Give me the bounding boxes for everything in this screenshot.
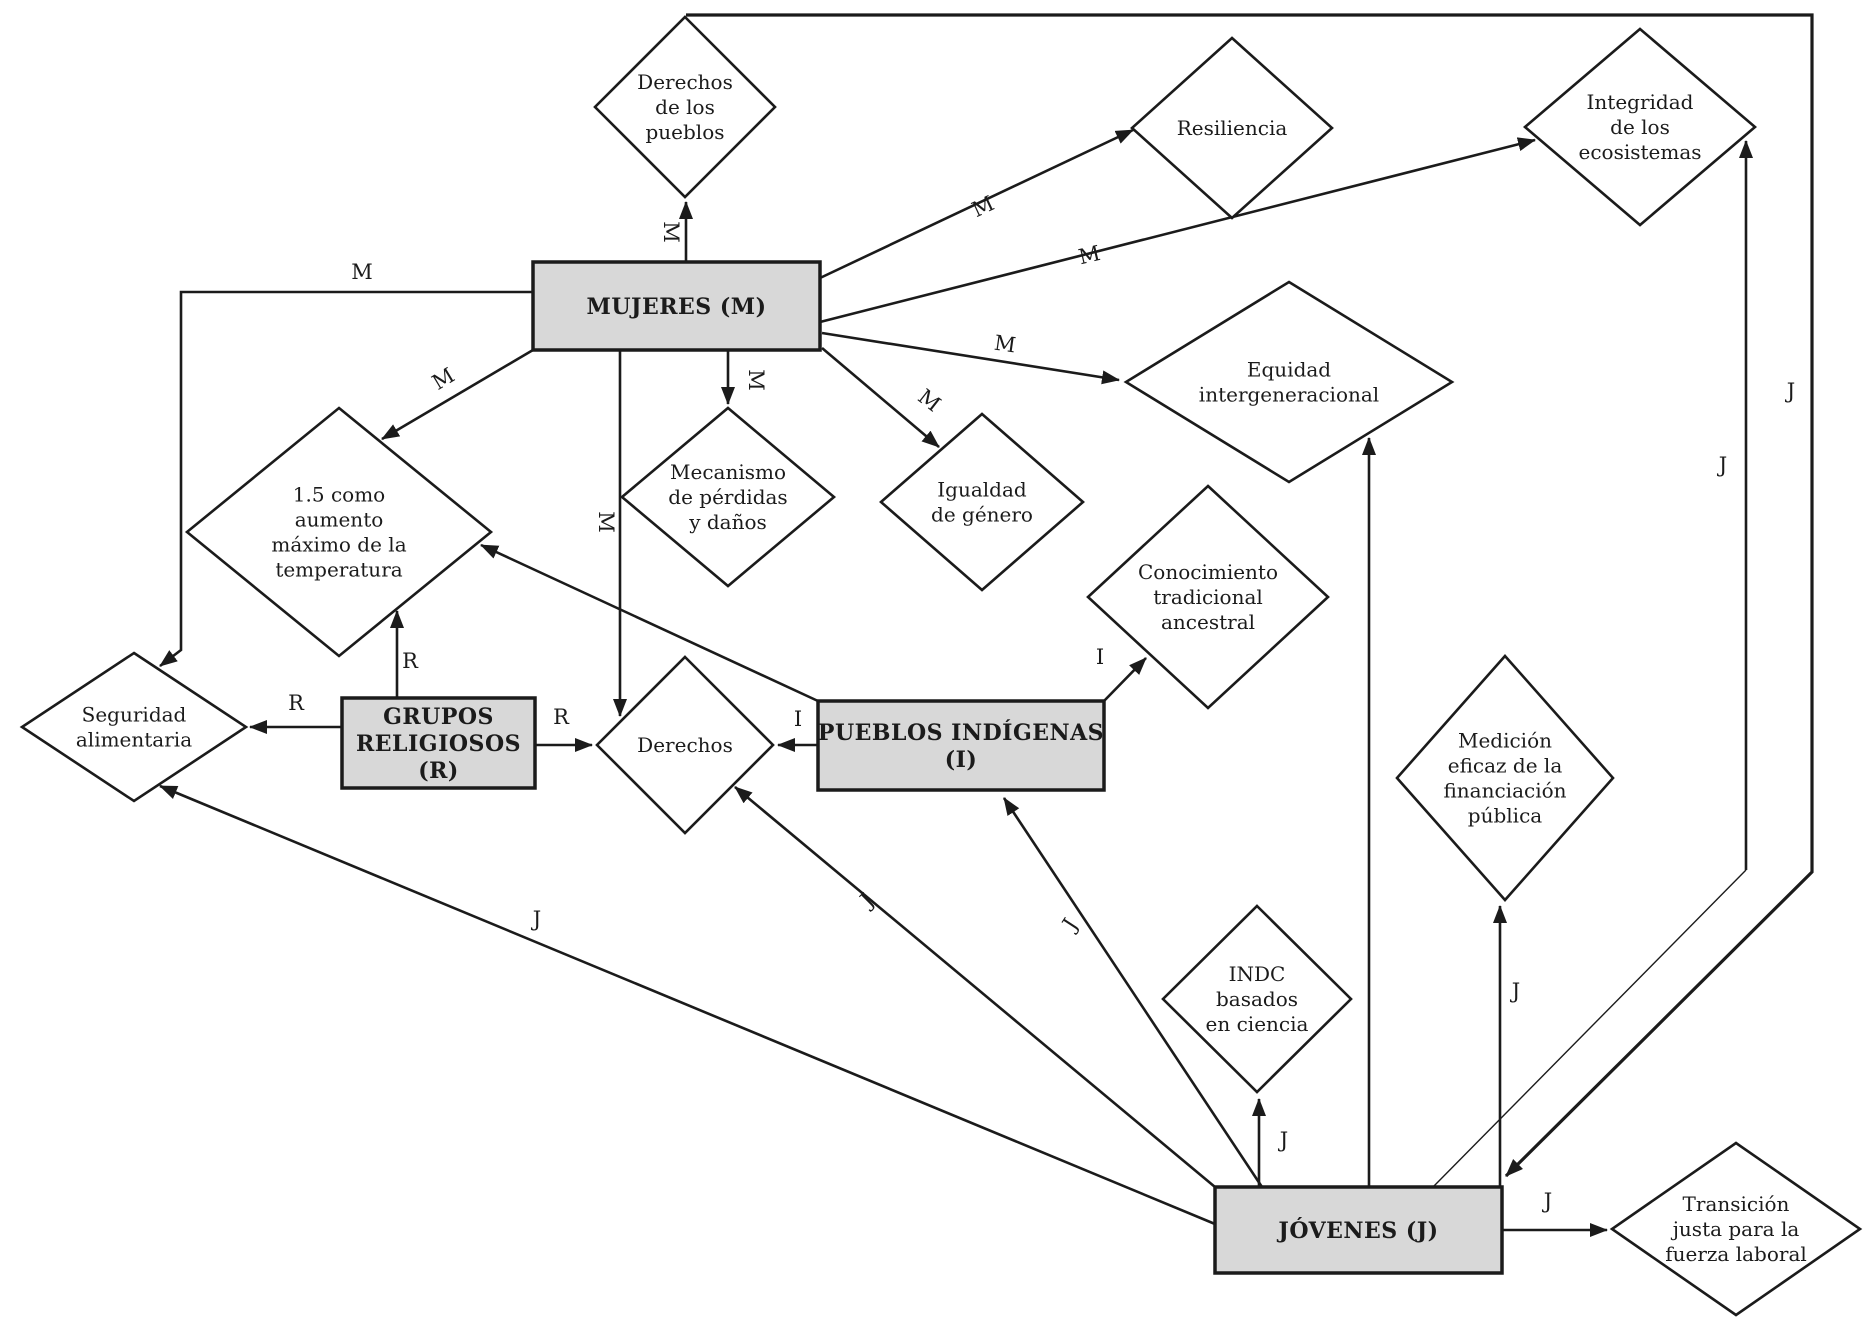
concept-diamond-derechos-pueblos xyxy=(593,15,777,199)
edge-label-m-integridad: M xyxy=(1076,241,1102,269)
concept-label-derechos: Derechos xyxy=(637,733,733,757)
edge-j-indigenas xyxy=(1002,797,1264,1188)
edge-label-j-indc: J xyxy=(1278,1128,1288,1152)
edge-m-integridad xyxy=(819,137,1536,324)
concept-diamond-medicion-financiacion xyxy=(1395,654,1615,902)
concept-diamond-mecanismo-perdidas-danos xyxy=(619,406,837,588)
concept-diamond-seguridad-alimentaria xyxy=(19,651,249,803)
edge-label-i-conocimiento: I xyxy=(1096,645,1104,669)
edge-label-m-derechos: M xyxy=(594,511,618,533)
edge-label-j-integridad-b: J xyxy=(1717,453,1727,477)
concept-diamond-conocimiento-ancestral xyxy=(1086,484,1330,710)
actor-box-indigenas xyxy=(816,699,1106,792)
edge-j-seguridad xyxy=(159,784,1216,1226)
actor-label-mujeres: MUJERES (M) xyxy=(587,294,767,320)
concept-diamond-equidad-intergeneracional xyxy=(1123,280,1455,484)
edge-label-m-equidad: M xyxy=(993,331,1018,358)
concept-diamond-resiliencia xyxy=(1130,36,1334,220)
concept-diamond-limite-1-5 xyxy=(184,406,494,658)
actor-box-religiosos xyxy=(340,696,537,790)
concept-diamond-transicion-justa xyxy=(1609,1141,1863,1317)
actor-box-mujeres xyxy=(531,260,822,352)
edge-label-r-seguridad: R xyxy=(288,691,305,715)
edge-m-limite15 xyxy=(381,348,534,441)
edge-label-j-medicion: J xyxy=(1510,979,1520,1003)
edge-label-j-transicion: J xyxy=(1542,1189,1552,1213)
edge-label-r-limite15: R xyxy=(402,649,419,673)
edge-label-m-derechos-pueblos: M xyxy=(659,221,683,243)
edge-i-conocimiento xyxy=(1103,657,1147,702)
concept-diamond-integridad-ecosistemas xyxy=(1522,27,1758,227)
edge-label-pueblos-jovenes: J xyxy=(1785,379,1795,403)
edge-pueblos-jovenes xyxy=(686,13,1814,1178)
edge-j-integridad-a xyxy=(1432,869,1747,1188)
edge-label-j-indigenas: J xyxy=(1057,914,1083,936)
concept-diamond-igualdad-genero xyxy=(879,412,1085,592)
actor-label-jovenes: JÓVENES (J) xyxy=(1276,1217,1438,1244)
edge-label-m-seguridad: M xyxy=(351,260,373,284)
edge-label-j-derechos: J xyxy=(854,889,878,913)
edge-m-equidad xyxy=(821,331,1120,385)
edge-label-j-seguridad: J xyxy=(531,907,541,931)
edge-m-resiliencia xyxy=(819,128,1134,280)
concept-diamond-indc-ciencia xyxy=(1161,904,1353,1094)
edge-label-m-igualdad: M xyxy=(913,384,945,416)
edge-m-seguridad xyxy=(159,290,533,668)
edge-m-igualdad xyxy=(821,347,940,448)
edge-label-m-mecanismo: M xyxy=(744,369,768,391)
actor-label-indigenas: PUEBLOS INDÍGENAS(I) xyxy=(818,719,1104,773)
edge-label-i-derechos: I xyxy=(794,707,802,731)
concept-diamond-derechos xyxy=(595,655,775,835)
edge-label-r-derechos: R xyxy=(553,705,570,729)
actor-box-jovenes xyxy=(1213,1185,1504,1275)
edge-label-m-limite15: M xyxy=(428,363,459,395)
edge-j-derechos xyxy=(734,786,1216,1188)
concept-label-resiliencia: Resiliencia xyxy=(1177,116,1288,140)
edge-i-limite15 xyxy=(480,543,819,703)
